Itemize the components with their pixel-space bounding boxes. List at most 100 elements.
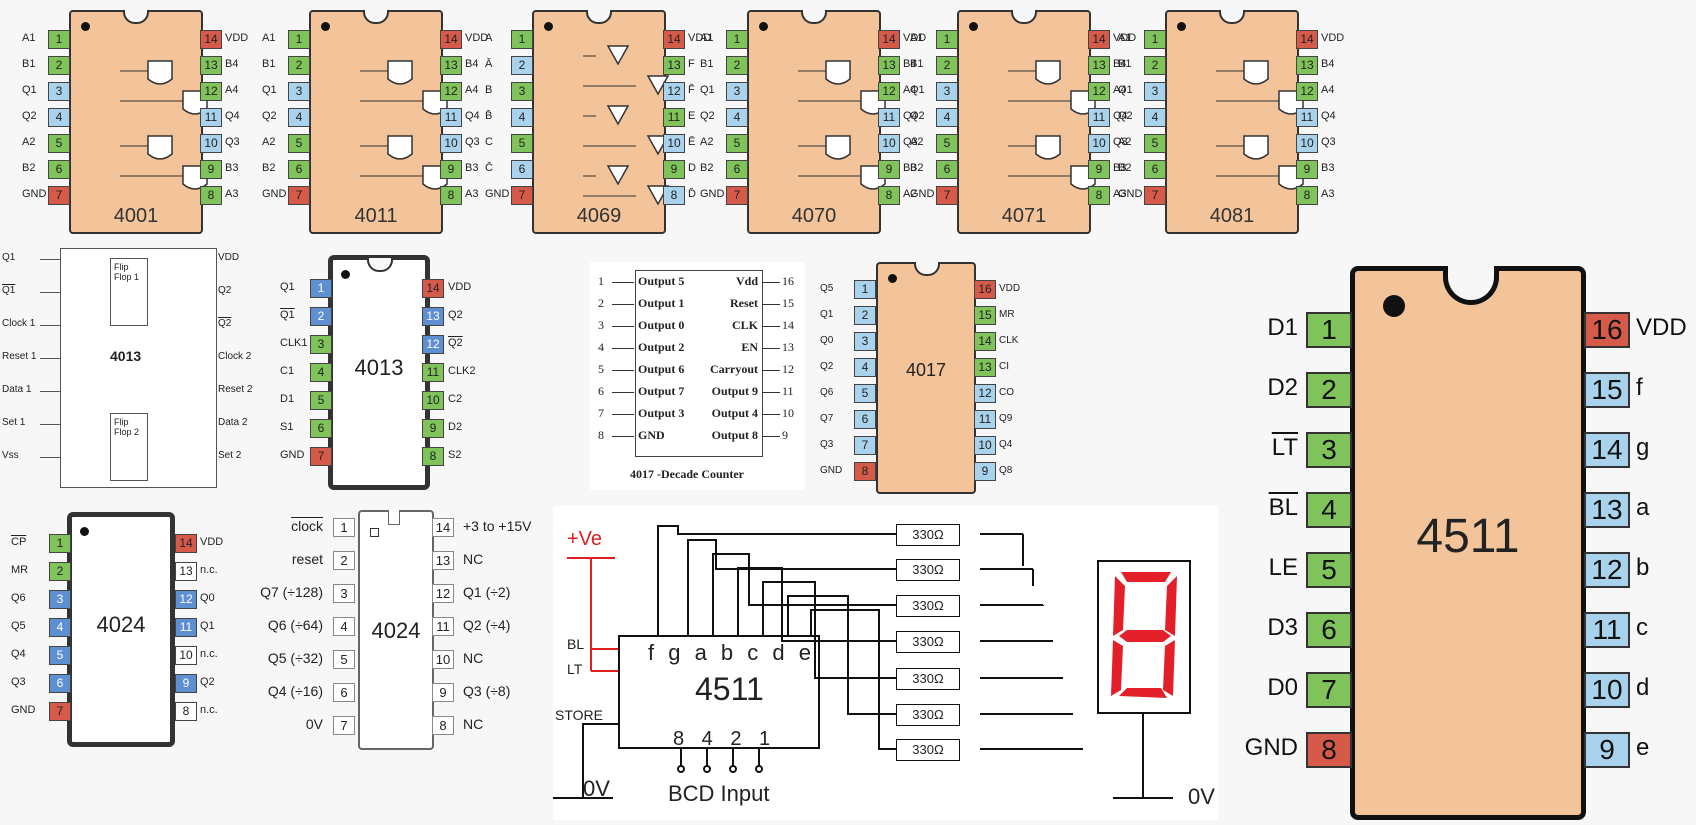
pin-13: 13 xyxy=(974,358,996,377)
pin-label-left: Q0 xyxy=(820,335,834,346)
pin-7: 7 xyxy=(854,436,876,455)
pin-14: 14 xyxy=(974,332,996,351)
pin-label-left: Q6 (÷64) xyxy=(267,617,323,633)
pin-label-right: Q8 xyxy=(999,465,1013,476)
pin-11: 11 xyxy=(422,363,444,382)
pin-label-right: A4 xyxy=(903,84,917,96)
schem-4013-left-label: Data 1 xyxy=(2,384,32,395)
pin-9: 9 xyxy=(432,683,454,702)
pin-label-left: Q2 xyxy=(820,361,834,372)
pin-1: 1 xyxy=(511,30,533,49)
pin-label-left: Q2 xyxy=(700,110,715,122)
pin-1: 1 xyxy=(333,518,355,537)
chip-part-number: 4011 xyxy=(354,205,398,227)
pin-10: 10 xyxy=(440,134,462,153)
pin-label-left: Q1 xyxy=(910,84,925,96)
schem-4017-right-num: 16 xyxy=(782,274,794,288)
pin-12: 12 xyxy=(974,384,996,403)
pin-label-left: 0V xyxy=(305,716,323,732)
pin-1: 1 xyxy=(936,30,958,49)
pin-3: 3 xyxy=(49,590,71,609)
pin-6: 6 xyxy=(333,683,355,702)
pin1-dot xyxy=(1177,22,1186,31)
pin-label-right: D̄ xyxy=(688,188,696,200)
schem-4017-right-num: 12 xyxy=(782,362,794,376)
pin-label-left: Q1 xyxy=(262,84,277,96)
pin-label-right: Q0 xyxy=(200,592,215,604)
pin1-dot xyxy=(1383,295,1405,317)
schem-4013-left-label: Set 1 xyxy=(2,417,26,428)
segment-labels: f g a b c d e xyxy=(648,640,815,665)
pin-3: 3 xyxy=(333,584,355,603)
pin-label-right: Q4 xyxy=(1113,110,1128,122)
pin-7: 7 xyxy=(288,186,310,205)
pin-13: 13 xyxy=(432,551,454,570)
pin-label-right: Q3 (÷8) xyxy=(463,683,511,699)
pin-2: 2 xyxy=(48,56,70,75)
pin-2: 2 xyxy=(1144,56,1166,75)
schem-4017-right-num: 15 xyxy=(782,296,794,310)
pin-label-right: E xyxy=(688,110,696,122)
pin-8: 8 xyxy=(422,447,444,466)
pin-label-right: VDD xyxy=(1636,314,1687,341)
pin-5: 5 xyxy=(48,134,70,153)
pin-9: 9 xyxy=(1584,732,1630,768)
pin-label-left: Q5 (÷32) xyxy=(267,650,323,666)
pin-8: 8 xyxy=(1306,732,1352,768)
pin-label-left: Q2 xyxy=(22,110,37,122)
schem-4013-left-wire xyxy=(40,391,60,392)
schem-4013-right-label: Clock 2 xyxy=(218,351,252,362)
pin-11: 11 xyxy=(1296,108,1318,127)
pin-6: 6 xyxy=(1306,612,1352,648)
pin-14: 14 xyxy=(175,534,197,553)
schem-4017-left-label: Output 0 xyxy=(638,318,685,332)
pin-label-right: VDD xyxy=(448,281,472,293)
pin-label-left: B1 xyxy=(262,58,276,70)
pin-11: 11 xyxy=(1088,108,1110,127)
pin-label-left: Q7 xyxy=(820,413,834,424)
pin-label-right: Ē xyxy=(688,136,696,148)
pin-9: 9 xyxy=(1088,160,1110,179)
pin-4: 4 xyxy=(333,617,355,636)
schem-4017-left-wire xyxy=(612,282,634,283)
pin-label-right: CI xyxy=(999,361,1009,372)
schem-4017-left-num: 8 xyxy=(598,428,604,442)
schem-4017-left-num: 2 xyxy=(598,296,604,310)
flipflop-1-block: Flip Flop 1 xyxy=(110,258,148,326)
schem-4017-left-label: Output 3 xyxy=(638,406,685,420)
pin-label-right: F̄ xyxy=(688,84,695,96)
pin-2: 2 xyxy=(726,56,748,75)
pin-label-right: A3 xyxy=(465,188,479,200)
pin-label-right: B4 xyxy=(1113,58,1127,70)
pin-label-left: D1 xyxy=(280,393,295,405)
pin-label-right: b xyxy=(1636,554,1650,581)
pin-label-left: A2 xyxy=(1118,136,1132,148)
pin-label-left: A1 xyxy=(262,32,276,44)
pin-label-left: A2 xyxy=(700,136,714,148)
chip-part-number: 4013 xyxy=(354,355,404,380)
schem-4017-right-label: EN xyxy=(741,340,758,354)
pin-12: 12 xyxy=(663,82,685,101)
pin1-dot xyxy=(969,22,978,31)
pin-label-right: CLK xyxy=(999,335,1019,346)
pin-label-left: GND xyxy=(262,188,287,200)
pin-label-right: Q2 xyxy=(448,309,463,321)
schem-4017-right-num: 13 xyxy=(782,340,794,354)
circuit-4511: +Ve BL LT STORE f g a b c d e 4511 8 4 2… xyxy=(553,506,1218,820)
store-label: STORE xyxy=(555,707,603,723)
pin-label-right: VDD xyxy=(1321,32,1345,44)
pin-14: 14 xyxy=(1296,30,1318,49)
pin-15: 15 xyxy=(974,306,996,325)
pin-label-left: S1 xyxy=(280,421,294,433)
chip-notch xyxy=(914,262,940,276)
schem-4017-right-wire xyxy=(762,392,780,393)
pin-10: 10 xyxy=(878,134,900,153)
schem-4017-left-num: 4 xyxy=(598,340,604,354)
pin-label-left: D3 xyxy=(1267,614,1298,641)
